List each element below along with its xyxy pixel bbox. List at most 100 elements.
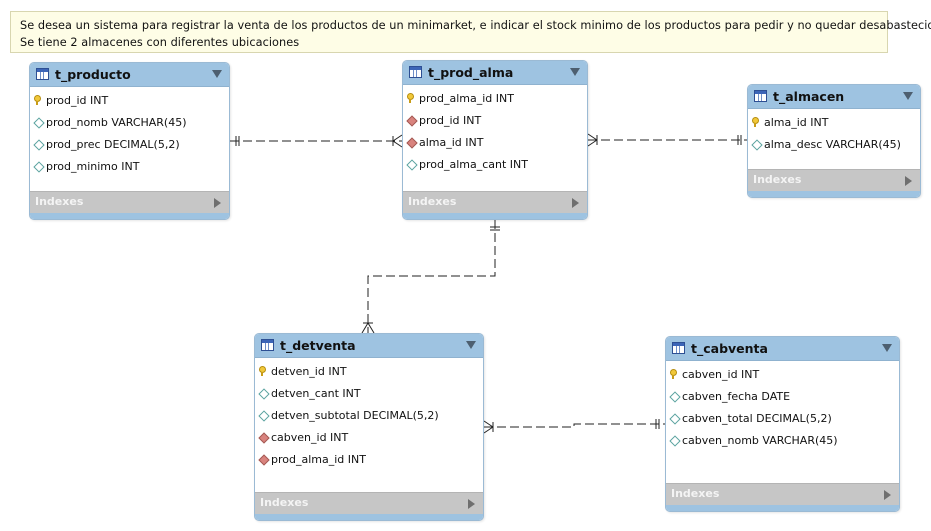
- indexes-label: Indexes: [260, 496, 309, 509]
- attribute-diamond-icon: [33, 117, 45, 129]
- primary-key-icon: [259, 366, 266, 376]
- note-line-1: Se desea un sistema para registrar la ve…: [20, 19, 931, 32]
- column-label: cabven_nomb VARCHAR(45): [682, 434, 838, 447]
- chevron-down-icon[interactable]: [212, 70, 222, 78]
- column-row[interactable]: prod_alma_id INT: [403, 88, 587, 110]
- table-t-prod-alma[interactable]: t_prod_alma prod_alma_id INT prod_id INT…: [402, 60, 588, 220]
- column-row[interactable]: detven_cant INT: [255, 383, 483, 405]
- table-name: t_almacen: [773, 89, 845, 104]
- attribute-diamond-icon: [669, 413, 681, 425]
- chevron-down-icon[interactable]: [903, 92, 913, 100]
- column-row[interactable]: cabven_fecha DATE: [666, 386, 899, 408]
- attribute-diamond-icon: [751, 139, 763, 151]
- table-header[interactable]: t_almacen: [748, 85, 920, 109]
- table-t-cabventa[interactable]: t_cabventa cabven_id INT cabven_fecha DA…: [665, 336, 900, 512]
- column-row[interactable]: prod_nomb VARCHAR(45): [30, 112, 229, 134]
- table-header[interactable]: t_prod_alma: [403, 61, 587, 85]
- indexes-section[interactable]: Indexes: [666, 483, 899, 505]
- table-header[interactable]: t_cabventa: [666, 337, 899, 361]
- chevron-right-icon[interactable]: [214, 198, 221, 208]
- chevron-right-icon[interactable]: [884, 490, 891, 500]
- foreign-key-icon: [258, 454, 270, 466]
- column-row[interactable]: cabven_id INT: [666, 364, 899, 386]
- indexes-section[interactable]: Indexes: [255, 492, 483, 514]
- column-label: detven_cant INT: [271, 387, 361, 400]
- column-row[interactable]: prod_id INT: [403, 110, 587, 132]
- column-row[interactable]: alma_desc VARCHAR(45): [748, 134, 920, 156]
- column-row[interactable]: prod_alma_cant INT: [403, 154, 587, 176]
- table-name: t_prod_alma: [428, 65, 514, 80]
- rel-almacen-prod-alma: [587, 133, 747, 147]
- foreign-key-icon: [406, 137, 418, 149]
- table-icon: [754, 90, 767, 102]
- column-label: alma_id INT: [764, 116, 829, 129]
- table-t-detventa[interactable]: t_detventa detven_id INT detven_cant INT…: [254, 333, 484, 521]
- table-footer: [30, 213, 229, 219]
- column-row[interactable]: cabven_total DECIMAL(5,2): [666, 408, 899, 430]
- attribute-diamond-icon: [669, 435, 681, 447]
- column-row[interactable]: detven_subtotal DECIMAL(5,2): [255, 405, 483, 427]
- description-note: Se desea un sistema para registrar la ve…: [10, 11, 931, 53]
- table-header[interactable]: t_producto: [30, 63, 229, 87]
- column-label: cabven_id INT: [271, 431, 349, 444]
- indexes-section[interactable]: Indexes: [30, 191, 229, 213]
- chevron-down-icon[interactable]: [466, 341, 476, 349]
- column-label: cabven_id INT: [682, 368, 760, 381]
- column-row[interactable]: prod_prec DECIMAL(5,2): [30, 134, 229, 156]
- attribute-diamond-icon: [258, 410, 270, 422]
- table-header[interactable]: t_detventa: [255, 334, 483, 358]
- table-name: t_detventa: [280, 338, 356, 353]
- column-label: prod_minimo INT: [46, 160, 140, 173]
- column-label: prod_id INT: [419, 114, 482, 127]
- table-icon: [36, 68, 49, 80]
- column-label: prod_alma_id INT: [271, 453, 366, 466]
- column-label: prod_alma_id INT: [419, 92, 514, 105]
- attribute-diamond-icon: [669, 391, 681, 403]
- attribute-diamond-icon: [33, 139, 45, 151]
- table-footer: [403, 213, 587, 219]
- chevron-down-icon[interactable]: [882, 344, 892, 352]
- table-icon: [409, 66, 422, 78]
- table-name: t_producto: [55, 67, 131, 82]
- column-row[interactable]: cabven_id INT: [255, 427, 483, 449]
- column-row[interactable]: prod_alma_id INT: [255, 449, 483, 471]
- table-t-producto[interactable]: t_producto prod_id INT prod_nomb VARCHAR…: [29, 62, 230, 220]
- column-label: prod_id INT: [46, 94, 109, 107]
- column-row[interactable]: prod_id INT: [30, 90, 229, 112]
- indexes-label: Indexes: [408, 195, 457, 208]
- indexes-label: Indexes: [35, 195, 84, 208]
- column-label: cabven_total DECIMAL(5,2): [682, 412, 832, 425]
- column-label: detven_subtotal DECIMAL(5,2): [271, 409, 439, 422]
- column-row[interactable]: detven_id INT: [255, 361, 483, 383]
- foreign-key-icon: [258, 432, 270, 444]
- chevron-right-icon[interactable]: [905, 176, 912, 186]
- rel-producto-prod-alma: [230, 134, 403, 148]
- rel-cabventa-detventa: [483, 419, 665, 434]
- indexes-label: Indexes: [753, 173, 802, 186]
- indexes-section[interactable]: Indexes: [403, 191, 587, 213]
- column-row[interactable]: alma_id INT: [403, 132, 587, 154]
- column-label: detven_id INT: [271, 365, 347, 378]
- table-name: t_cabventa: [691, 341, 768, 356]
- column-label: alma_desc VARCHAR(45): [764, 138, 901, 151]
- column-label: cabven_fecha DATE: [682, 390, 791, 403]
- column-label: prod_prec DECIMAL(5,2): [46, 138, 180, 151]
- column-row[interactable]: prod_minimo INT: [30, 156, 229, 178]
- column-row[interactable]: alma_id INT: [748, 112, 920, 134]
- indexes-section[interactable]: Indexes: [748, 169, 920, 191]
- chevron-right-icon[interactable]: [468, 499, 475, 509]
- note-line-2: Se tiene 2 almacenes con diferentes ubic…: [20, 36, 300, 49]
- table-icon: [672, 342, 685, 354]
- rel-prod-alma-detventa: [361, 220, 500, 334]
- table-t-almacen[interactable]: t_almacen alma_id INT alma_desc VARCHAR(…: [747, 84, 921, 198]
- attribute-diamond-icon: [406, 159, 418, 171]
- column-label: prod_alma_cant INT: [419, 158, 528, 171]
- column-label: prod_nomb VARCHAR(45): [46, 116, 187, 129]
- chevron-right-icon[interactable]: [572, 198, 579, 208]
- column-row[interactable]: cabven_nomb VARCHAR(45): [666, 430, 899, 452]
- primary-key-icon: [34, 95, 41, 105]
- primary-key-icon: [752, 117, 759, 127]
- chevron-down-icon[interactable]: [570, 68, 580, 76]
- table-footer: [748, 191, 920, 197]
